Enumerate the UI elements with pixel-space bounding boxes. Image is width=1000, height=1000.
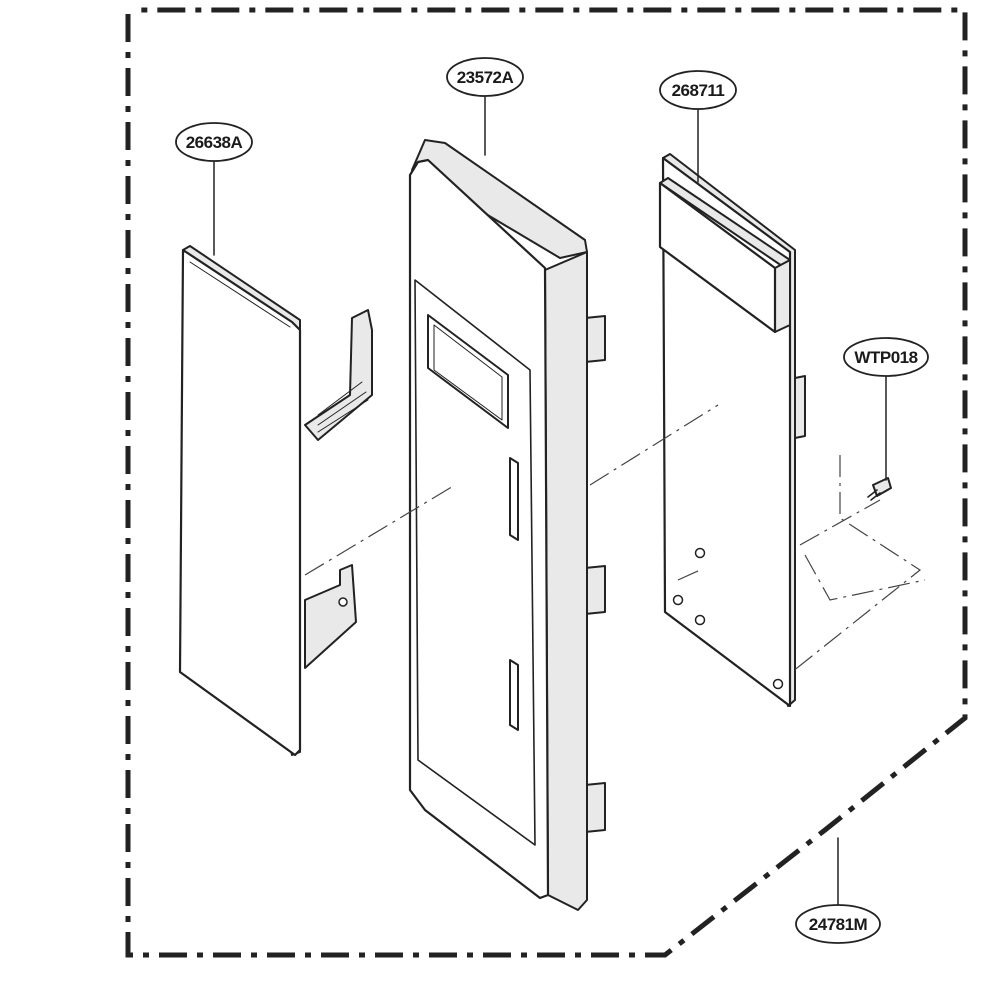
- part-label-membrane-switch: 26638A: [186, 133, 243, 152]
- assembly-label: 24781M: [809, 915, 868, 934]
- leader-lines: [213, 94, 887, 906]
- part-label-screw: WTP018: [854, 348, 917, 367]
- screw-part: [867, 477, 892, 501]
- membrane-switch-part: [178, 245, 373, 757]
- callout-bubble: [659, 70, 737, 110]
- callout-bubble: [175, 122, 253, 162]
- callout-WTP018: WTP018: [843, 337, 929, 377]
- callout-bubble: [795, 904, 881, 944]
- callout-bubble: [843, 337, 929, 377]
- part-label-control-panel: 23572A: [457, 68, 514, 87]
- callout-26638A: 26638A: [175, 122, 253, 162]
- control-panel-part: [408, 139, 606, 911]
- callout-268711: 268711: [659, 70, 737, 110]
- callout-bubble: [446, 57, 524, 97]
- assembly-centerlines: [304, 404, 926, 673]
- callout-24781M: 24781M: [795, 904, 881, 944]
- part-label-pcb: 268711: [672, 81, 725, 100]
- assembly-boundary: [125, 7, 968, 958]
- pcb-part: [658, 153, 806, 708]
- callout-23572A: 23572A: [446, 57, 524, 97]
